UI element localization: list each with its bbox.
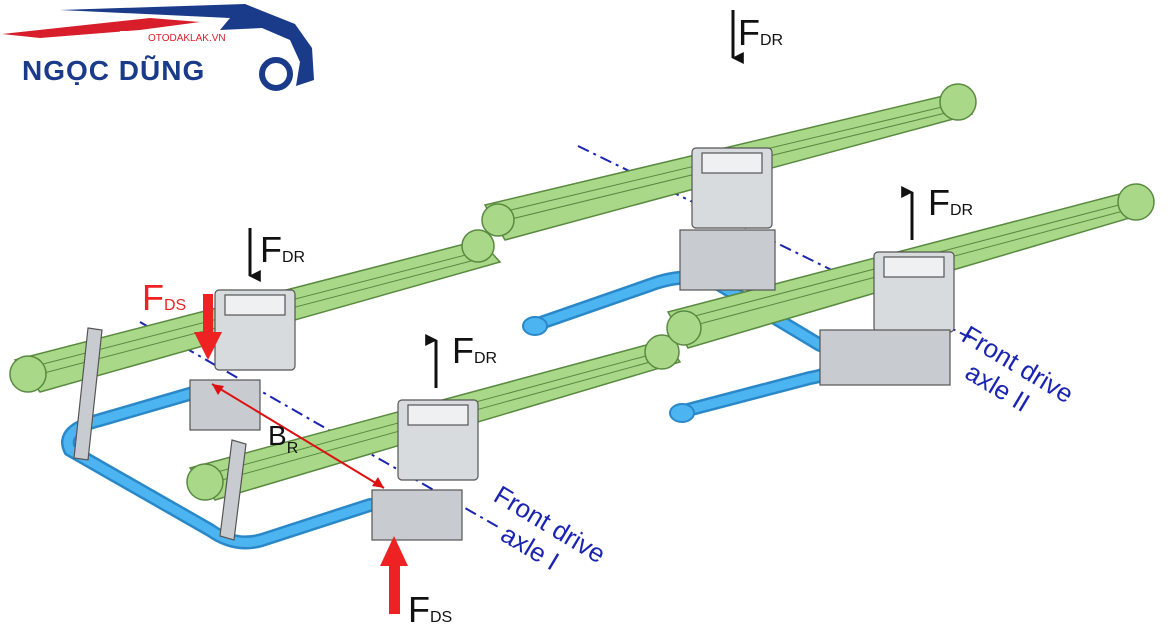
logo-swoosh-icon bbox=[2, 18, 200, 38]
force-subscript: DS bbox=[430, 609, 452, 626]
logo: OTODAKLAK.VN NGỌC DŨNG bbox=[2, 4, 314, 91]
svg-text:FDR: FDR bbox=[260, 229, 305, 270]
axle-2-seat-left bbox=[679, 147, 776, 291]
svg-text:FDR: FDR bbox=[738, 12, 783, 53]
axle-1-label: Front drive axle I bbox=[489, 479, 611, 576]
axle-1-seat-left bbox=[189, 289, 296, 431]
force-label: F bbox=[738, 12, 760, 53]
svg-text:FDR: FDR bbox=[452, 330, 497, 371]
force-subscript: DR bbox=[474, 350, 497, 367]
force-label: F bbox=[142, 277, 164, 318]
axle-2-seat-right bbox=[819, 251, 955, 386]
svg-text:FDR: FDR bbox=[928, 182, 973, 223]
force-ds-down: FDS bbox=[142, 277, 222, 360]
force-subscript: DS bbox=[164, 297, 186, 314]
force-label: F bbox=[260, 229, 282, 270]
axle-1-seat-right bbox=[371, 399, 479, 541]
track-width-dimension: BR bbox=[211, 383, 385, 489]
axle-1-centerline bbox=[139, 321, 501, 529]
force-dr-down-rear: FDR bbox=[731, 10, 783, 64]
spring-shackle-left bbox=[73, 327, 247, 541]
force-label: F bbox=[408, 589, 430, 629]
force-subscript: DR bbox=[760, 32, 783, 49]
track-width-label: B bbox=[268, 420, 287, 451]
logo-brand-text: NGỌC DŨNG bbox=[22, 55, 205, 86]
svg-text:FDS: FDS bbox=[142, 277, 186, 318]
force-subscript: DR bbox=[282, 249, 305, 266]
svg-text:BR: BR bbox=[268, 420, 298, 457]
track-width-subscript: R bbox=[287, 440, 299, 457]
axle-2-label: Front drive axle II bbox=[957, 319, 1079, 417]
force-dr-up-rear: FDR bbox=[901, 182, 973, 240]
force-subscript: DR bbox=[950, 202, 973, 219]
logo-wheel-icon bbox=[259, 57, 293, 91]
force-label: F bbox=[928, 182, 950, 223]
logo-truck-icon bbox=[60, 4, 314, 86]
logo-site-text: OTODAKLAK.VN bbox=[148, 33, 226, 44]
force-dr-up-front: FDR bbox=[425, 330, 497, 388]
svg-text:FDS: FDS bbox=[408, 589, 452, 629]
force-label: F bbox=[452, 330, 474, 371]
force-dr-down-front: FDR bbox=[248, 228, 305, 282]
logo-site-bar bbox=[120, 31, 240, 43]
force-ds-up: FDS bbox=[380, 536, 452, 629]
